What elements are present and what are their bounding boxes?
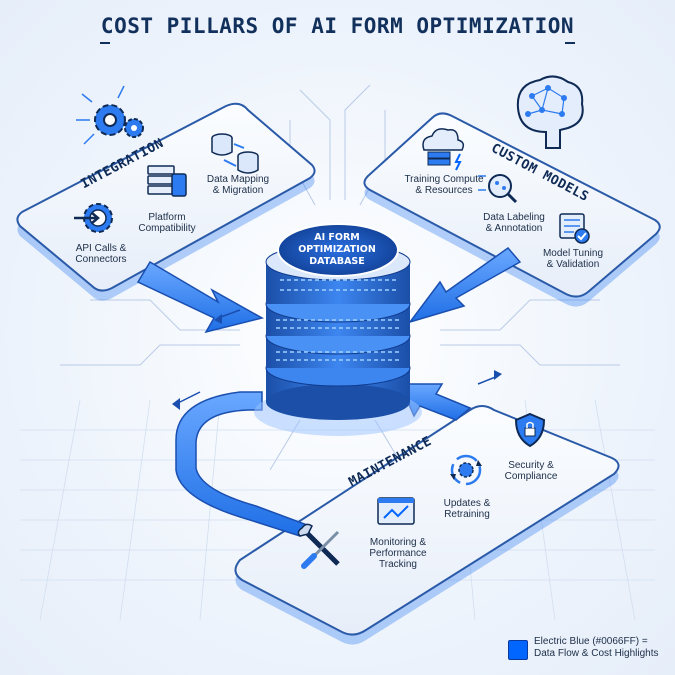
maintenance-panel [234,405,620,645]
legend-swatch [508,640,528,660]
custom-models-item-tuning: Model Tuning & Validation [542,248,604,270]
custom-models-item-training: Training Compute & Resources [404,174,484,196]
integration-item-api: API Calls & Connectors [75,243,127,265]
title-rule-left [100,42,110,44]
hub-label: AI FORM OPTIMIZATION DATABASE [298,232,376,267]
maintenance-item-monitoring: Monitoring & Performance Tracking [369,537,427,570]
cloud-server-icon [422,128,465,171]
integration-item-mapping: Data Mapping & Migration [206,174,270,196]
maintenance-item-security: Security & Compliance [504,460,558,482]
refresh-gear-icon [450,454,482,486]
arrow-models-to-hub [408,246,522,324]
custom-models-item-labeling: Data Labeling & Annotation [483,212,545,234]
wrench-screwdriver-icon [297,523,340,569]
magnifier-icon [478,174,518,204]
brain-network-icon [516,75,584,149]
title-rule-right [565,42,575,44]
chart-monitor-icon [377,497,415,525]
maintenance-item-updates: Updates & Retraining [443,498,491,520]
integration-item-platform: Platform Compatibility [138,212,196,234]
database-hub [254,223,422,436]
arrow-integration-to-hub [136,260,265,334]
plug-gear-icon [74,203,113,233]
database-stack-icon [211,133,259,174]
server-rack-icon [147,165,187,197]
page-title: COST PILLARS OF AI FORM OPTIMIZATION [100,14,575,38]
shield-lock-icon [514,412,546,448]
legend-text: Electric Blue (#0066FF) = Data Flow & Co… [534,636,659,659]
gears-icon [76,85,144,145]
tuning-check-icon [559,213,590,244]
